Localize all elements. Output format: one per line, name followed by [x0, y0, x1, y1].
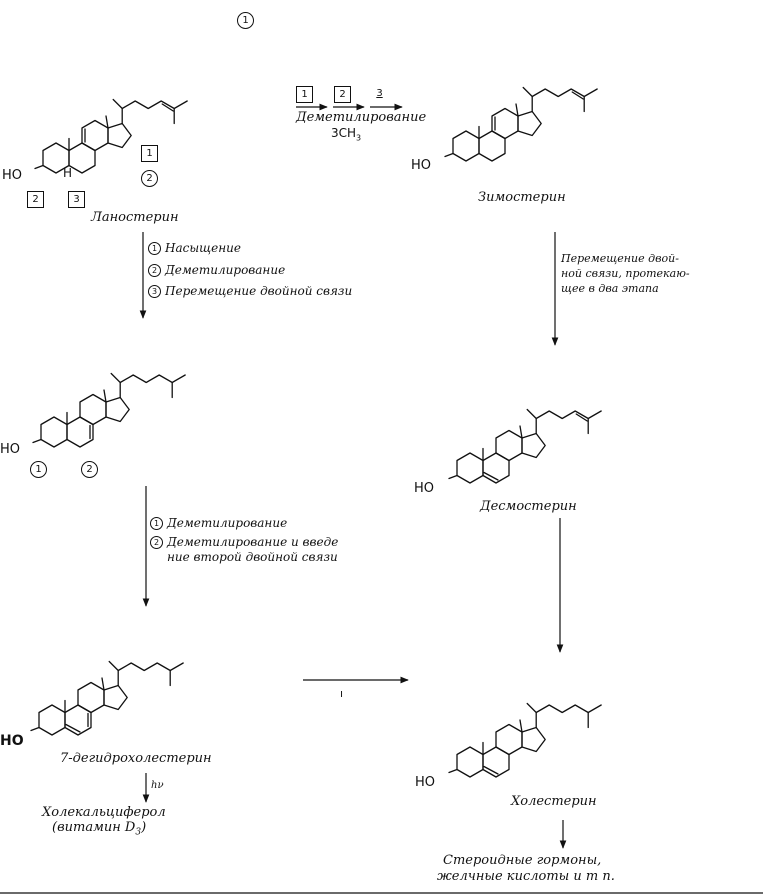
- marker-circle-2-ring: 2: [141, 170, 158, 187]
- lanosterol-chain-double-bond: [161, 103, 174, 112]
- step-shift-line2: ной связи, протекаю-: [561, 267, 690, 280]
- desmosterol-ring-d: [521, 432, 546, 459]
- dehydrocholesterol-methyl-c21: [108, 660, 119, 672]
- cholesterol-methyl-c13: [519, 719, 523, 733]
- lanosterol-methyl-c13: [105, 115, 109, 129]
- desmosterol-double-bond-5-6: [483, 471, 499, 481]
- dehydrocholesterol-ring-c: [77, 681, 105, 714]
- cholesterol-methyl-c21: [526, 702, 537, 714]
- desmosterol-oh-bond: [448, 474, 458, 480]
- zymosterol-ring-c: [491, 107, 519, 140]
- step-box-3: 3: [372, 86, 387, 101]
- zymosterol-ring-d: [517, 110, 542, 137]
- step-demethylation-label: Деметилирование: [296, 110, 427, 125]
- marker-circle-1-chain: 1: [237, 12, 254, 29]
- desmosterol-ho: HO: [414, 481, 435, 496]
- step-box-1: 1: [296, 86, 313, 103]
- vitamin-line1: Холекальциферол: [42, 805, 166, 820]
- lanosterol-h: H: [63, 166, 73, 180]
- cholesterol-ho: HO: [415, 775, 436, 790]
- zymosterol-methyl-c21: [522, 86, 533, 98]
- step-3ch3-label: 3CH3: [331, 126, 362, 143]
- zymosterol-oh-bond: [444, 152, 454, 158]
- intermediate-methyl-c13: [103, 389, 107, 403]
- marker-box-2: 2: [27, 191, 44, 208]
- desmosterol-side-chain: [535, 410, 602, 435]
- step-shift-line3: щее в два этапа: [561, 282, 659, 295]
- dehydrocholesterol-double-bond-5-6: [65, 723, 81, 733]
- cholesterol-double-bond-5-6: [483, 765, 499, 775]
- vitamin-line2: (витамин D3): [52, 820, 147, 838]
- step-shift-line1: Перемещение двой-: [561, 252, 679, 265]
- cholesterol-ring-c: [495, 723, 523, 756]
- desmosterol-ring-a: [456, 452, 484, 484]
- cholesterol-ring-a: [456, 746, 484, 778]
- marker-circle-2-c4: 2: [81, 461, 98, 478]
- intermediate-ho: HO: [0, 442, 21, 457]
- desmosterol-chain-double-bond: [575, 413, 588, 422]
- dehydrocholesterol-side-chain: [117, 662, 184, 687]
- desmosterol-ring-c: [495, 429, 523, 462]
- dehydrocholesterol-ho: HO: [0, 733, 24, 749]
- intermediate-ring-d: [105, 396, 130, 423]
- zymosterol-ring-a: [452, 130, 480, 162]
- dehydrocholesterol-oh-bond: [30, 726, 40, 732]
- marker-box-1: 1: [141, 145, 158, 162]
- uv-label: hν: [151, 780, 164, 791]
- zymosterol-label: Зимостерин: [478, 190, 566, 205]
- zymosterol-methyl-c13: [515, 103, 519, 117]
- desmosterol-methyl-c21: [526, 408, 537, 420]
- lanosterol-ring-c: [81, 119, 109, 152]
- lanosterol-ring-d: [107, 122, 132, 149]
- step-demethylation-double-bond-cont: ние второй двойной связи: [167, 550, 338, 564]
- zymosterol-ho: HO: [411, 158, 432, 173]
- lanosterol-methyl-c21: [112, 98, 123, 110]
- lanosterol-side-chain: [121, 100, 188, 125]
- arrow-dehydro-cholesterol-label: ı: [340, 687, 344, 700]
- dehydrocholesterol-ring-d: [103, 684, 128, 711]
- desmosterol-label: Десмостерин: [480, 499, 577, 514]
- lanosterol-ho: HO: [2, 168, 23, 183]
- zymosterol-side-chain: [531, 88, 598, 113]
- marker-circle-1-c4: 1: [30, 461, 47, 478]
- zymosterol-chain-double-bond: [571, 91, 584, 100]
- desmosterol-methyl-c13: [519, 425, 523, 439]
- lanosterol-label: Ланостерин: [91, 210, 179, 225]
- cholesterol-label: Холестерин: [511, 794, 597, 809]
- intermediate-ring-c: [79, 393, 107, 426]
- cholesterol-oh-bond: [448, 768, 458, 774]
- dehydrocholesterol-ring-a: [38, 704, 66, 736]
- final-products-line2: желчные кислоты и т п.: [437, 869, 615, 884]
- cholesterol-ring-d: [521, 726, 546, 753]
- intermediate-oh-bond: [32, 438, 42, 444]
- dehydrocholesterol-methyl-c13: [101, 677, 105, 691]
- cholesterol-side-chain: [535, 704, 602, 729]
- step-box-2: 2: [334, 86, 351, 103]
- intermediate-ring-a: [40, 416, 68, 448]
- intermediate-side-chain: [119, 374, 186, 399]
- lanosterol-oh-bond: [34, 164, 44, 170]
- final-products-line1: Стероидные гормоны,: [443, 853, 602, 868]
- marker-box-3: 3: [68, 191, 85, 208]
- intermediate-methyl-c21: [110, 372, 121, 384]
- dehydrocholesterol-label: 7-дегидрохолестерин: [60, 751, 212, 766]
